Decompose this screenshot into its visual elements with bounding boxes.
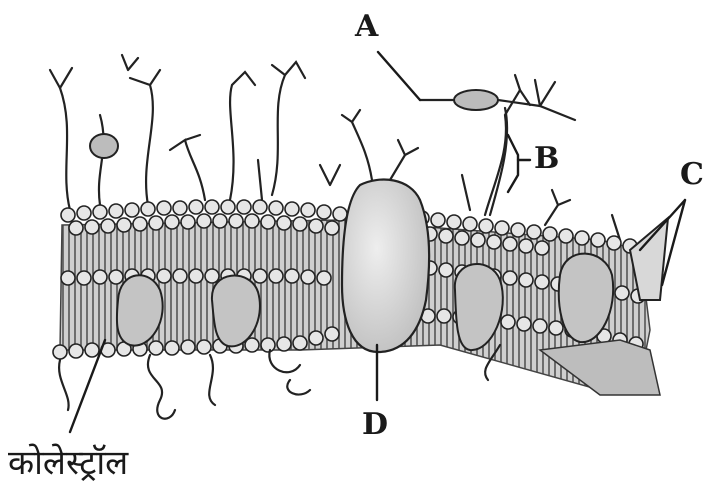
label-d: D [362,410,388,440]
oval-a [454,90,498,110]
leader-a [378,52,420,100]
label-b: B [534,144,559,174]
oval-top-left [90,134,118,158]
label-a: A [355,12,378,42]
protein-d [342,180,429,352]
leader-b [508,135,518,192]
label-c: C [680,160,704,190]
label-cholesterol: कोलेस्ट्रॉल [8,446,128,480]
